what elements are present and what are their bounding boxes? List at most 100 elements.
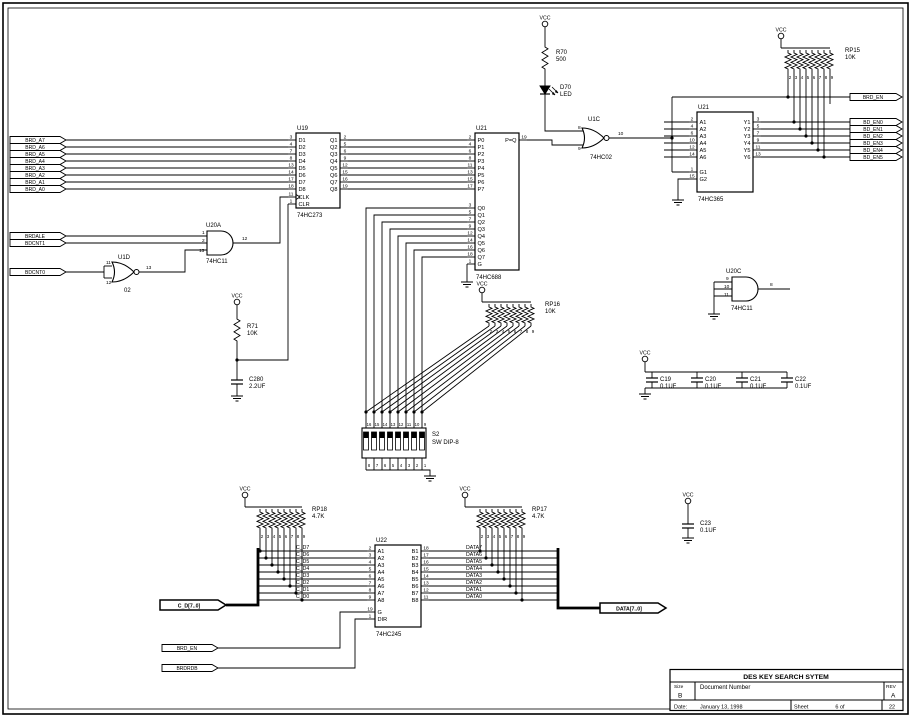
value: LED [560,92,572,98]
pin-name: Y6 [744,155,751,161]
pin-number: 6 [344,149,347,155]
vcc-label: VCC [232,294,243,300]
pin-name: Y2 [744,127,751,133]
pin-number: 11 [106,260,111,266]
pin-number: 5 [499,534,502,539]
pin-name: G2 [700,177,707,183]
ref-des: R70 [556,50,568,56]
pin-name: DIR [378,617,388,623]
value: 0.1UF [795,384,812,390]
size-value: B [678,693,682,700]
flag-bd_en3-17: BD_EN3 [849,139,903,147]
pin-number: 16 [367,422,372,427]
pin-name: D6 [299,173,306,179]
net-label-text: DATA0 [466,594,482,600]
net-flag-label: BDCNT1 [25,241,45,247]
net-flag-label: BRD_A3 [25,166,45,172]
pin-number: 8 [290,156,293,162]
pin-number: 10 [618,131,624,137]
pin-name: G1 [700,170,707,176]
pin-number: 8 [825,75,828,80]
pin-name: Q2 [478,220,485,226]
pin-number: 5 [757,124,760,130]
pin-number: 12 [423,588,429,594]
ground-symbols [231,199,720,544]
net-label-text: C_D1 [296,587,309,593]
value: 0.1UF [750,384,767,390]
net-flag-label: BRD_A1 [25,180,45,186]
pin-number: 12 [399,422,404,427]
pin-number: 9 [469,224,472,230]
pin-number: 13 [146,265,152,271]
pin-number: 5 [369,567,372,573]
pin-number: 15 [423,567,429,573]
pin-number: 7 [376,463,379,468]
net-flag-label: BD_EN4 [863,148,883,154]
bus-flag-0: C_D[7..0] [159,599,228,611]
pin-number: 14 [288,170,294,176]
pin-number: 18 [288,184,294,190]
ref-des: U1D [118,255,131,261]
wires [66,33,850,669]
flag-bd_en0-14: BD_EN0 [849,118,903,126]
pin-number: 2 [490,329,493,334]
pin-number: 4 [290,142,293,148]
pin-number: 11 [407,422,412,427]
net-label-c_d2: C_D2 [296,580,309,586]
pin-number: 4 [801,75,804,80]
net-label-text: C_D7 [296,545,309,551]
pin-number: 19 [521,135,527,141]
pin-name: D2 [299,145,306,151]
pin-name: A2 [700,127,707,133]
pin-number: 17 [423,553,429,559]
pin-name: Y5 [744,148,751,154]
net-flag-label: BRD_A7 [25,138,45,144]
pin-name: A2 [378,556,385,562]
value: 4.7K [532,514,544,520]
flag-brd_a2-5: BRD_A2 [9,171,67,179]
pin-number: 16 [342,177,348,183]
net-label-c_d4: C_D4 [296,566,309,572]
pin-name: D5 [299,166,306,172]
net-label-data3: DATA3 [466,573,482,579]
net-label-text: C_D0 [296,594,309,600]
net-label-data7: DATA7 [466,545,482,551]
flag-brd_a1-6: BRD_A1 [9,178,67,186]
pin-number: 15 [467,177,473,183]
pin-number: 7 [757,131,760,137]
pin-name: A5 [378,577,385,583]
net-flag-label: BD_EN1 [863,127,883,133]
pin-name: A6 [378,584,385,590]
pin-name: Y4 [744,141,751,147]
value: 0.1UF [660,384,677,390]
pin-number: 2 [481,534,484,539]
ref-des: RP18 [312,507,328,513]
flag-brd_a5-2: BRD_A5 [9,150,67,158]
net-label-text: C_D5 [296,559,309,565]
pin-number: 10 [689,138,695,144]
pin-number: 3 [267,534,270,539]
pin-number: 7 [520,329,523,334]
pin-number: 11 [724,292,729,298]
pin-name: Q5 [330,166,337,172]
flag-bd_en5-19: BD_EN5 [849,153,903,161]
pin-number: 4 [469,142,472,148]
pin-number: 1 [424,463,427,468]
pin-name: Q0 [478,206,485,212]
pin-number: 7 [291,534,294,539]
pin-number: 17 [288,177,294,183]
pin-name: P=Q [505,138,517,144]
part-number: 74HC688 [476,275,502,281]
net-label-data2: DATA2 [466,580,482,586]
pin-name: P7 [478,187,485,193]
net-flag-label: BD_EN5 [863,155,883,161]
